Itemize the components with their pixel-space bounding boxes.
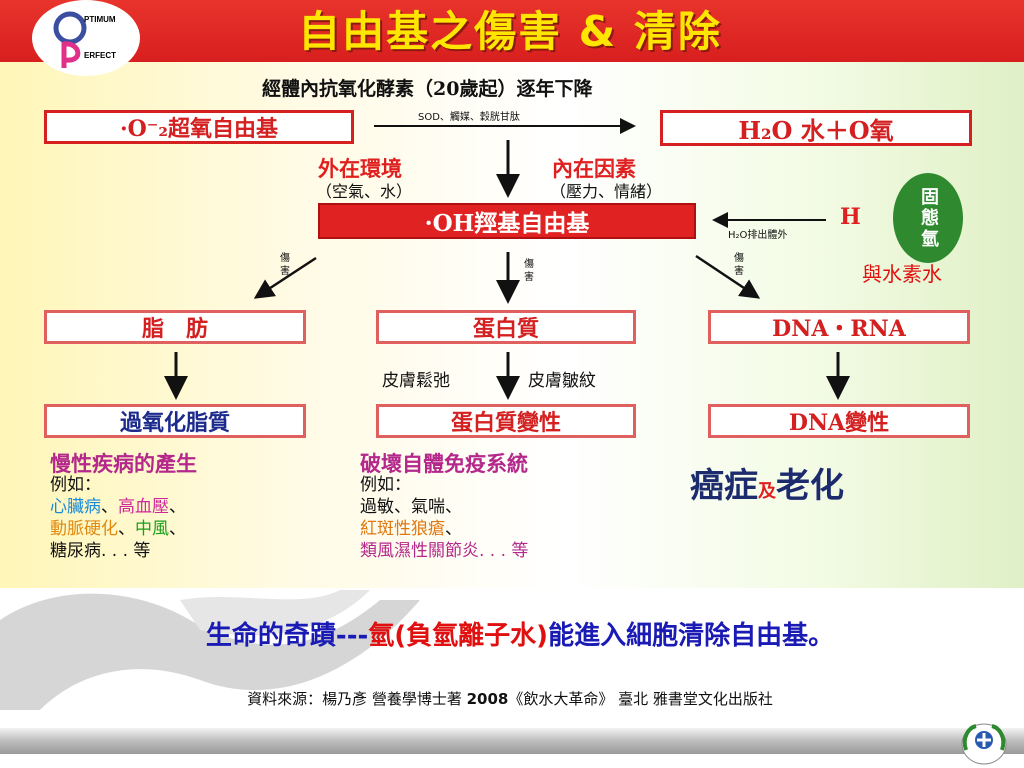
diabetes: 糖尿病. . . 等 [50, 541, 151, 561]
external-env-title: 外在環境 [318, 156, 402, 181]
stroke: 中風 [135, 519, 169, 539]
cancer-aging-label: 癌症及老化 [690, 458, 844, 507]
logo-text-2: ERFECT [84, 51, 116, 60]
headline-part-1: 生命的奇蹟--- [205, 621, 369, 651]
chronic-sep-3: 、 [118, 519, 135, 539]
source-year: 2008 [466, 690, 509, 708]
immune-list: 例如： 過敏、氣喘、 紅斑性狼瘡、 類風濕性關節炎. . . 等 [360, 474, 680, 562]
harm-label-left: 傷害 [280, 253, 290, 277]
chronic-example-label: 例如： [50, 475, 101, 495]
heart-disease: 心臟病 [50, 497, 101, 517]
arrow-to-fat [253, 256, 317, 299]
superoxide-box: ·O⁻₂超氧自由基 [44, 110, 354, 144]
external-env-sub: （空氣、水） [316, 182, 413, 201]
immune-sep: 、 [445, 519, 462, 539]
harm-label-center: 傷害 [524, 259, 534, 283]
chronic-sep-4: 、 [169, 519, 186, 539]
dna-rna-box: DNA・RNA [708, 310, 970, 344]
water-oxygen-box: H₂O 水＋O氧 [660, 110, 972, 146]
immune-line-2: 紅斑性狼瘡、 [360, 518, 680, 540]
internal-factors-title: 內在因素 [552, 156, 636, 181]
flow-arrows [164, 118, 850, 400]
dna-denaturation-box: DNA變性 [708, 404, 970, 438]
internal-factors-sub: （壓力、情緒） [550, 182, 663, 201]
headline: 生命的奇蹟---氫(負氫離子水)能進入細胞清除自由基。 [60, 615, 980, 652]
decorative-swoosh [0, 590, 420, 710]
title-bar [0, 0, 1024, 62]
emblem-icon [961, 723, 1007, 765]
immune-title: 破壞自體免疫系統 [360, 451, 528, 476]
cancer-text: 癌症 [690, 466, 758, 506]
lupus: 紅斑性狼瘡 [360, 519, 445, 539]
harm-label-right: 傷害 [734, 253, 744, 277]
fat-box: 脂 肪 [44, 310, 306, 344]
chronic-sep-2: 、 [169, 497, 186, 517]
chronic-sep-1: 、 [101, 497, 118, 517]
chronic-disease-list: 例如： 心臟病、高血壓、 動脈硬化、中風、 糖尿病. . . 等 [50, 474, 350, 562]
immune-line-1: 過敏、氣喘、 [360, 497, 462, 517]
solid-hydrogen-badge: 固態氫 [893, 173, 963, 263]
source-citation: 資料來源：楊乃彥 營養學博士著 2008《飲水大革命》 臺北 雅書堂文化出版社 [60, 688, 960, 709]
source-pre: 資料來源：楊乃彥 營養學博士著 [247, 690, 467, 708]
optimum-perfect-logo: PTIMUM ERFECT [34, 2, 138, 74]
diagram-panel: PTIMUM ERFECT 自由基之傷害 & 清除 經體內抗氧化酵素（20歲起）… [0, 0, 1024, 588]
arrow-to-dna [695, 254, 761, 299]
source-post: 《飲水大革命》 臺北 雅書堂文化出版社 [508, 690, 773, 708]
page-title: 自由基之傷害 & 清除 [298, 7, 722, 56]
hypertension: 高血壓 [118, 497, 169, 517]
rheumatoid-arthritis: 類風濕性關節炎. . . 等 [360, 541, 529, 561]
h2o-excrete-label: H₂O排出體外 [728, 230, 788, 241]
headline-part-3: 能進入細胞清除自由基。 [548, 621, 835, 651]
hydrogen-water-label: 與水素水 [862, 262, 942, 286]
aging-text: 老化 [776, 466, 844, 506]
arteriosclerosis: 動脈硬化 [50, 519, 118, 539]
logo-text-1: PTIMUM [84, 15, 116, 24]
chronic-disease-title: 慢性疾病的產生 [50, 451, 197, 476]
subtitle: 經體內抗氧化酵素（20歲起）逐年下降 [262, 78, 593, 100]
h-label: H [840, 204, 861, 230]
chronic-line-2: 心臟病、高血壓、 [50, 496, 350, 518]
immune-example-label: 例如： [360, 475, 411, 495]
headline-part-2: 氫(負氫離子水) [368, 621, 549, 651]
hydroxyl-box: ·OH羥基自由基 [318, 203, 696, 239]
skin-sagging-label: 皮膚鬆弛 [382, 371, 450, 391]
protein-box: 蛋白質 [376, 310, 636, 344]
enzymes-label: SOD、觸媒、穀胱甘肽 [418, 112, 520, 123]
skin-wrinkles-label: 皮膚皺紋 [528, 371, 596, 391]
and-text: 及 [758, 481, 776, 502]
footer-bar [0, 728, 1024, 754]
chronic-line-3: 動脈硬化、中風、 [50, 518, 350, 540]
protein-denaturation-box: 蛋白質變性 [376, 404, 636, 438]
lipid-peroxide-box: 過氧化脂質 [44, 404, 306, 438]
